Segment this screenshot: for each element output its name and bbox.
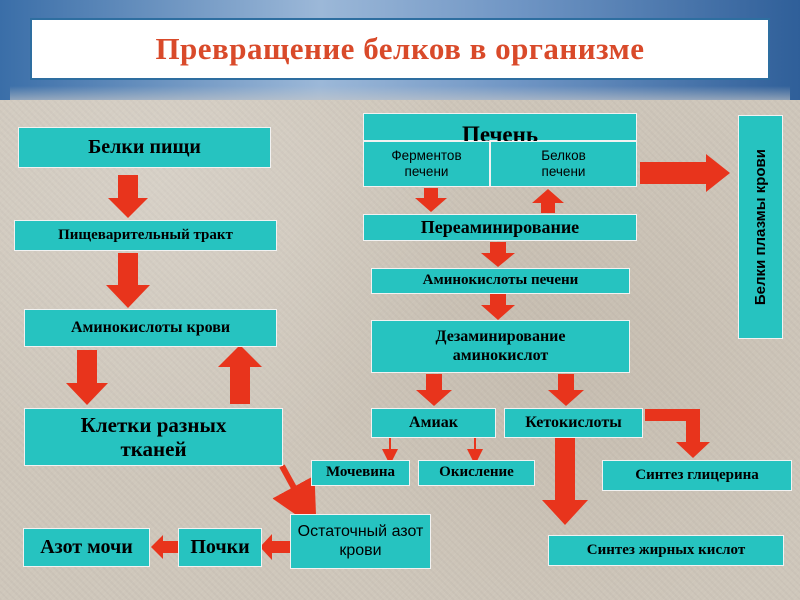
arrow-deamination-to-ammonia <box>416 374 452 406</box>
arrow-liver-aa-to-deamination <box>481 293 515 320</box>
node-liver: Печень <box>363 113 637 146</box>
arrow-deamination-to-keto <box>548 374 584 406</box>
node-food-proteins: Белки пищи <box>18 127 271 168</box>
node-kidneys: Почки <box>178 528 262 567</box>
arrow-blood-to-cells <box>66 350 108 405</box>
arrow-cells-to-blood <box>218 345 262 404</box>
arrow-keto-to-glycerol <box>645 409 710 458</box>
node-digestive-tract: Пищеварительный тракт <box>14 220 277 251</box>
arrow-transamination-to-liver-aa <box>481 242 515 267</box>
arrow-enzymes-to-transamination <box>415 188 447 212</box>
node-fatty-acid-synthesis: Синтез жирных кислот <box>548 535 784 566</box>
node-keto-acids: Кетокислоты <box>504 408 643 438</box>
node-tissue-cells: Клетки разных тканей <box>24 408 283 466</box>
node-blood-amino-acids: Аминокислоты крови <box>24 309 277 347</box>
node-ammonia: Амиак <box>371 408 496 438</box>
node-residual-nitrogen: Остаточный азот крови <box>290 514 431 569</box>
node-glycerol-synthesis: Синтез глицерина <box>602 460 792 491</box>
arrow-food-to-tract <box>108 175 148 218</box>
arrow-liver-to-plasma <box>640 154 730 192</box>
node-liver-amino-acids: Аминокислоты печени <box>371 268 630 294</box>
node-urine-nitrogen: Азот мочи <box>23 528 150 567</box>
node-deamination: Дезаминирование аминокислот <box>371 320 630 373</box>
arrow-cells-to-residual <box>272 464 317 530</box>
node-transamination: Переаминирование <box>363 214 637 241</box>
arrow-kidneys-to-urine <box>151 535 178 559</box>
arrow-tract-to-blood <box>106 253 150 308</box>
node-liver-proteins: Белков печени <box>490 141 637 187</box>
node-oxidation: Окисление <box>418 460 535 486</box>
arrow-residual-to-kidneys <box>260 534 290 560</box>
node-plasma-proteins: Белки плазмы крови <box>738 115 783 339</box>
page-title: Превращение белков в организме <box>155 31 645 66</box>
node-urea: Мочевина <box>311 460 410 486</box>
arrow-keto-to-fatty <box>542 438 588 525</box>
node-liver-enzymes: Ферментов печени <box>363 141 490 187</box>
arrow-transamination-to-proteins <box>532 189 564 213</box>
title-box: Превращение белков в организме <box>30 18 770 80</box>
